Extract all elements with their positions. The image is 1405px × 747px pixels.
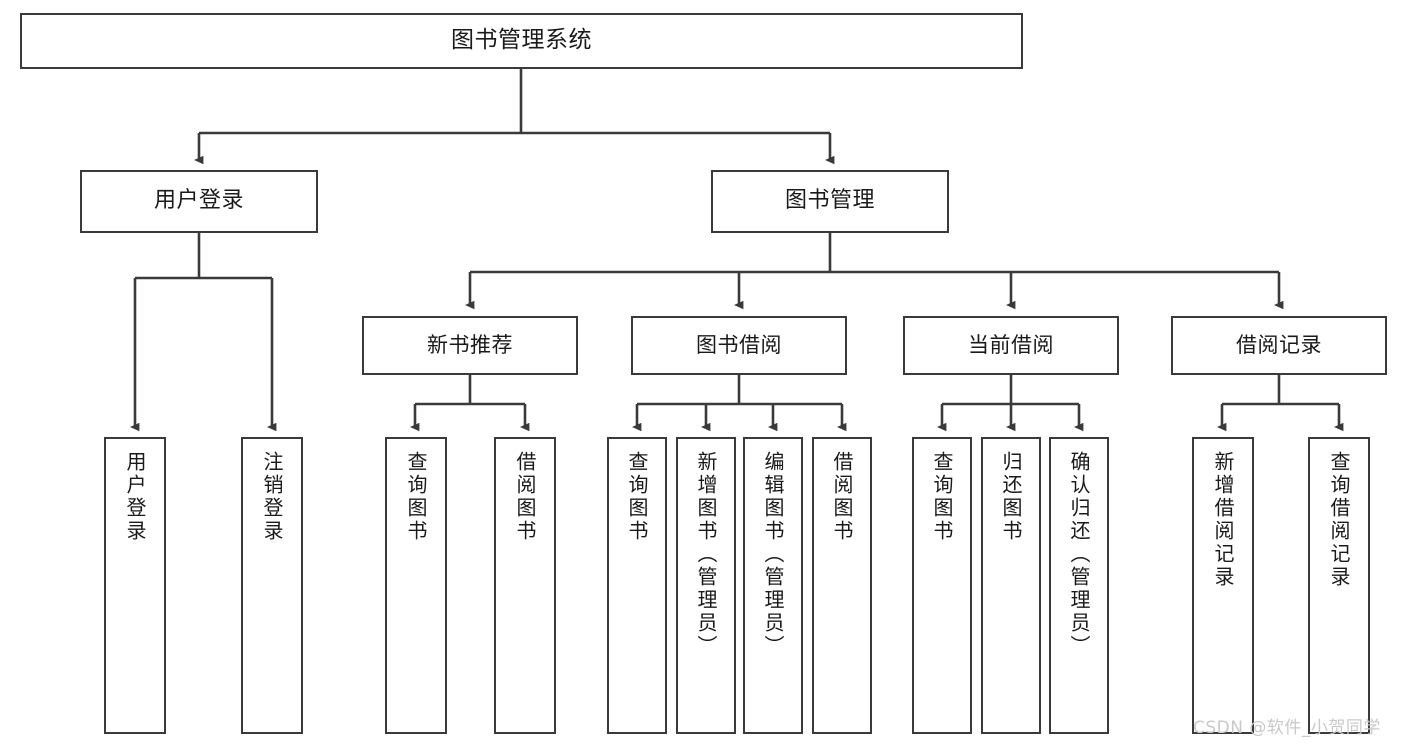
node-label: 当前借阅 <box>968 332 1054 357</box>
node-label: 查询图书 <box>930 451 954 543</box>
node-label: 查询图书 <box>625 451 649 543</box>
node-label: 图书管理 <box>784 188 875 214</box>
node-leaf-user-logout[interactable]: 注销登录 <box>241 437 303 734</box>
node-label: 编辑图书（管理员） <box>761 451 785 658</box>
node-current-borrow[interactable]: 当前借阅 <box>903 316 1119 375</box>
node-leaf-current-query-book[interactable]: 查询图书 <box>912 437 972 734</box>
node-leaf-record-add-record[interactable]: 新增借阅记录 <box>1192 437 1254 734</box>
node-root-book-management-system[interactable]: 图书管理系统 <box>20 13 1023 69</box>
node-leaf-current-return-book[interactable]: 归还图书 <box>981 437 1041 734</box>
node-label: 新增借阅记录 <box>1211 451 1235 589</box>
node-label: 查询图书 <box>404 451 428 543</box>
node-label: 用户登录 <box>153 188 244 214</box>
node-leaf-recommend-query-book[interactable]: 查询图书 <box>385 437 447 734</box>
node-label: 借阅记录 <box>1236 332 1322 357</box>
node-user-login[interactable]: 用户登录 <box>80 170 318 233</box>
node-new-book-recommend[interactable]: 新书推荐 <box>362 316 578 375</box>
node-leaf-current-confirm-return[interactable]: 确认归还（管理员） <box>1049 437 1109 734</box>
node-label: 注销登录 <box>260 451 284 543</box>
csdn-watermark: CSDN @软件_小贺同学 <box>1193 718 1381 738</box>
node-label: 新增图书（管理员） <box>694 451 718 658</box>
node-book-management[interactable]: 图书管理 <box>711 170 949 233</box>
node-label: 用户登录 <box>123 451 147 543</box>
node-label: 归还图书 <box>999 451 1023 543</box>
node-label: 图书借阅 <box>696 332 782 357</box>
node-label: 查询借阅记录 <box>1327 451 1351 589</box>
node-leaf-recommend-borrow-book[interactable]: 借阅图书 <box>494 437 556 734</box>
node-label: 借阅图书 <box>513 451 537 543</box>
node-leaf-borrow-edit-book[interactable]: 编辑图书（管理员） <box>743 437 803 734</box>
node-leaf-user-login[interactable]: 用户登录 <box>104 437 166 734</box>
node-label: 确认归还（管理员） <box>1067 451 1091 658</box>
node-label: 新书推荐 <box>427 332 513 357</box>
node-leaf-borrow-borrow-book[interactable]: 借阅图书 <box>812 437 872 734</box>
node-leaf-record-query-record[interactable]: 查询借阅记录 <box>1308 437 1370 734</box>
node-leaf-borrow-add-book[interactable]: 新增图书（管理员） <box>676 437 736 734</box>
node-label: 借阅图书 <box>830 451 854 543</box>
node-borrow-record[interactable]: 借阅记录 <box>1171 316 1387 375</box>
node-book-borrow[interactable]: 图书借阅 <box>631 316 847 375</box>
node-leaf-borrow-query-book[interactable]: 查询图书 <box>607 437 667 734</box>
node-label: 图书管理系统 <box>451 27 592 54</box>
